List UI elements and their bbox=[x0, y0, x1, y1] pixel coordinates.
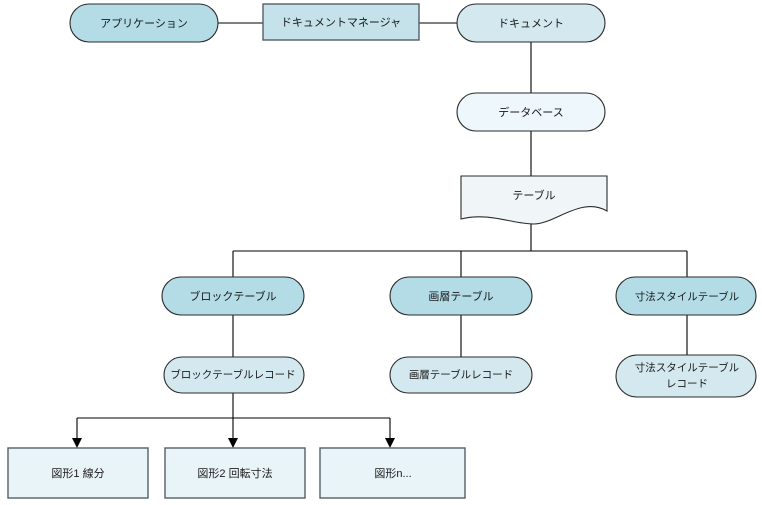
block-table-record-shape bbox=[163, 356, 305, 394]
node-document-manager[interactable]: ドキュメントマネージャ bbox=[262, 3, 420, 41]
layer-table-record-shape bbox=[389, 356, 533, 394]
layer-table-shape bbox=[389, 276, 533, 316]
entity-n-shape bbox=[319, 447, 466, 499]
dimstyle-table-shape bbox=[615, 276, 757, 316]
node-dimstyle-table-record[interactable]: 寸法スタイルテーブル レコード bbox=[615, 354, 757, 398]
entity-1-label: 図形1 線分 bbox=[51, 466, 104, 480]
entity-2-shape bbox=[164, 447, 306, 499]
edge-record-to-entities-bus bbox=[76, 393, 391, 441]
edges-layer bbox=[72, 22, 688, 448]
layer-table-label: 画層テーブル bbox=[428, 289, 493, 303]
node-database[interactable]: データベース bbox=[456, 92, 606, 132]
dimstyle-table-label: 寸法スタイルテーブル bbox=[635, 290, 739, 303]
node-application[interactable]: アプリケーション bbox=[69, 3, 219, 43]
application-label: アプリケーション bbox=[100, 17, 188, 30]
table-shape bbox=[460, 175, 608, 225]
document-manager-shape bbox=[262, 3, 420, 41]
block-table-label: ブロックテーブル bbox=[189, 289, 276, 303]
document-label: ドキュメント bbox=[498, 18, 564, 30]
document-manager-label: ドキュメントマネージャ bbox=[281, 16, 401, 29]
entity-n-label: 図形n... bbox=[374, 467, 411, 480]
document-shape bbox=[456, 3, 606, 43]
node-entity-2[interactable]: 図形2 回転寸法 bbox=[164, 447, 306, 499]
arrowhead-entity-1 bbox=[72, 438, 82, 448]
node-dimstyle-table[interactable]: 寸法スタイルテーブル bbox=[615, 276, 757, 316]
dimstyle-table-record-label-line2: レコード bbox=[666, 378, 708, 390]
entity-1-shape bbox=[7, 447, 149, 499]
arrowhead-entity-2 bbox=[228, 438, 238, 448]
node-document[interactable]: ドキュメント bbox=[456, 3, 606, 43]
database-shape bbox=[456, 92, 606, 132]
node-block-table-record[interactable]: ブロックテーブルレコード bbox=[163, 356, 305, 394]
node-layer-table[interactable]: 画層テーブル bbox=[389, 276, 533, 316]
block-table-shape bbox=[161, 276, 305, 316]
dimstyle-table-record-shape bbox=[615, 354, 757, 398]
node-entity-1[interactable]: 図形1 線分 bbox=[7, 447, 149, 499]
database-label: データベース bbox=[498, 105, 563, 119]
node-block-table[interactable]: ブロックテーブル bbox=[161, 276, 305, 316]
node-layer-table-record[interactable]: 画層テーブルレコード bbox=[389, 356, 533, 394]
arrowhead-entity-n bbox=[385, 438, 395, 448]
table-label: テーブル bbox=[512, 188, 555, 202]
entity-2-label: 図形2 回転寸法 bbox=[197, 466, 272, 480]
application-shape bbox=[69, 3, 219, 43]
dimstyle-table-record-label-line1: 寸法スタイルテーブル bbox=[635, 361, 739, 374]
block-table-record-label: ブロックテーブルレコード bbox=[170, 368, 295, 381]
node-table[interactable]: テーブル bbox=[460, 175, 608, 225]
edge-table-to-child-tables bbox=[232, 218, 688, 277]
layer-table-record-label: 画層テーブルレコード bbox=[409, 368, 513, 381]
node-entity-n[interactable]: 図形n... bbox=[319, 447, 466, 499]
